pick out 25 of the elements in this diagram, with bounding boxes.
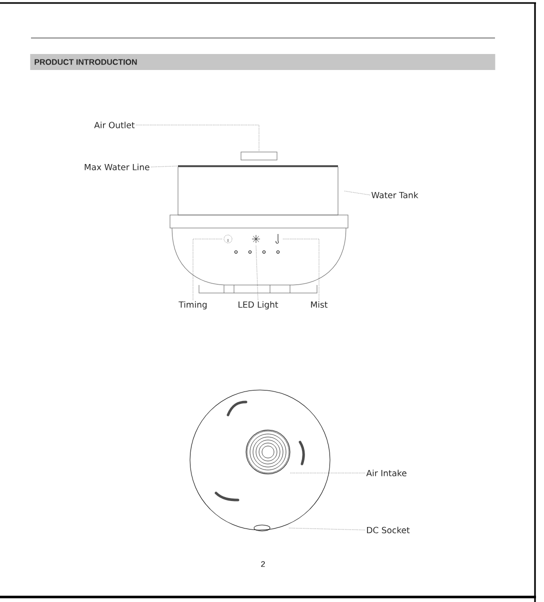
leader-line bbox=[344, 190, 370, 196]
page-number: 2 bbox=[261, 561, 265, 567]
air-outlet bbox=[240, 152, 278, 160]
callout-label: DC Socket bbox=[367, 526, 410, 534]
leader-line bbox=[136, 124, 260, 152]
leader-line bbox=[256, 245, 258, 300]
leader-line bbox=[150, 166, 178, 168]
callout-label: LED Light bbox=[238, 301, 278, 310]
mist-icon bbox=[276, 234, 279, 244]
timer-icon bbox=[224, 234, 232, 244]
leader-line bbox=[192, 238, 223, 300]
callout-label: Air Intake bbox=[366, 470, 406, 476]
water-tank bbox=[178, 166, 338, 216]
section-heading: PRODUCT INTRODUCTION bbox=[30, 54, 496, 70]
leader-line bbox=[290, 472, 366, 474]
callout-label: Max Water Line bbox=[84, 164, 150, 170]
callout-label: Mist bbox=[311, 301, 328, 308]
socket bbox=[254, 524, 270, 532]
callout-label: Timing bbox=[178, 301, 207, 310]
light-icon bbox=[252, 234, 260, 244]
leader-line bbox=[282, 238, 320, 300]
grille bbox=[246, 430, 290, 474]
callout-label: Water Tank bbox=[371, 192, 418, 198]
callout-label: Air Outlet bbox=[94, 122, 135, 128]
leader-line bbox=[288, 528, 366, 530]
